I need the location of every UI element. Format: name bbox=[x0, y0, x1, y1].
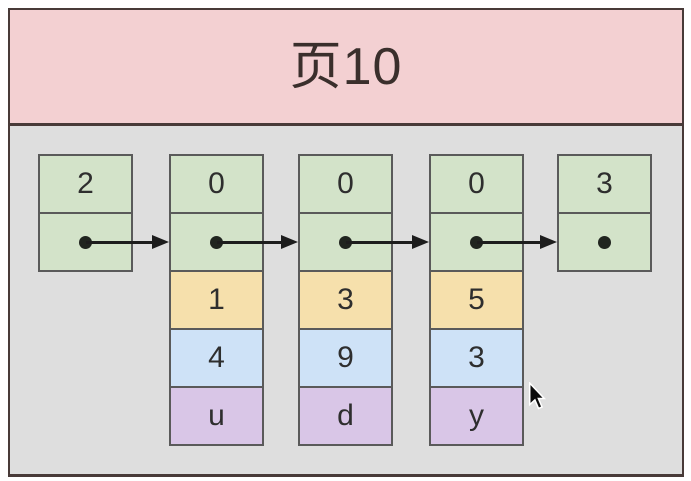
record-field-cell: 3 bbox=[298, 270, 393, 330]
record-field-cell: 1 bbox=[169, 270, 264, 330]
record-field-cell: u bbox=[169, 386, 264, 446]
record-field-cell: 3 bbox=[429, 328, 524, 388]
record-field-cell: y bbox=[429, 386, 524, 446]
arrow-line bbox=[216, 240, 283, 244]
arrow-head-icon bbox=[152, 235, 169, 249]
pointer-cell bbox=[557, 212, 652, 272]
record-field-cell: 5 bbox=[429, 270, 524, 330]
pointer-arrow-4 bbox=[476, 234, 557, 250]
page-frame: 页10 2 0 1 4 u 0 bbox=[8, 8, 684, 477]
arrow-head-icon bbox=[412, 235, 429, 249]
arrow-line bbox=[476, 240, 542, 244]
page-body: 2 0 1 4 u 0 3 bbox=[10, 126, 682, 474]
page-header: 页10 bbox=[10, 10, 682, 126]
slot-column-4: 0 5 3 y bbox=[429, 154, 524, 446]
pointer-arrow-2 bbox=[216, 234, 298, 250]
page-title: 页10 bbox=[289, 37, 403, 96]
record-field-cell: d bbox=[298, 386, 393, 446]
value-cell: 3 bbox=[557, 154, 652, 214]
pointer-arrow-1 bbox=[85, 234, 169, 250]
slot-column-5: 3 bbox=[557, 154, 652, 272]
arrow-line bbox=[345, 240, 414, 244]
value-cell: 0 bbox=[169, 154, 264, 214]
slot-column-2: 0 1 4 u bbox=[169, 154, 264, 446]
slot-column-1: 2 bbox=[38, 154, 133, 272]
record-field-cell: 9 bbox=[298, 328, 393, 388]
slot-column-3: 0 3 9 d bbox=[298, 154, 393, 446]
mouse-cursor-icon bbox=[528, 382, 547, 410]
arrow-line bbox=[85, 240, 154, 244]
pointer-dot bbox=[598, 235, 611, 249]
value-cell: 0 bbox=[298, 154, 393, 214]
pointer-arrow-3 bbox=[345, 234, 429, 250]
value-cell: 0 bbox=[429, 154, 524, 214]
record-field-cell: 4 bbox=[169, 328, 264, 388]
value-cell: 2 bbox=[38, 154, 133, 214]
arrow-head-icon bbox=[540, 235, 557, 249]
arrow-head-icon bbox=[281, 235, 298, 249]
